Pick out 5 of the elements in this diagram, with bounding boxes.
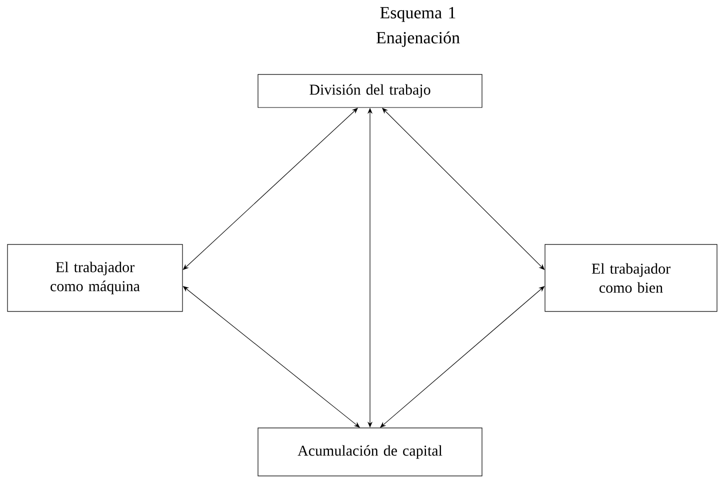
text-box: El trabajador como bien — [544, 244, 718, 312]
text-box: División del trabajo — [258, 74, 482, 108]
diagram-title: Esquema 1 Enajenación — [376, 7, 460, 47]
text-box: Acumulación de capital — [258, 428, 482, 476]
text-box: El trabajador como máquina — [7, 244, 183, 312]
